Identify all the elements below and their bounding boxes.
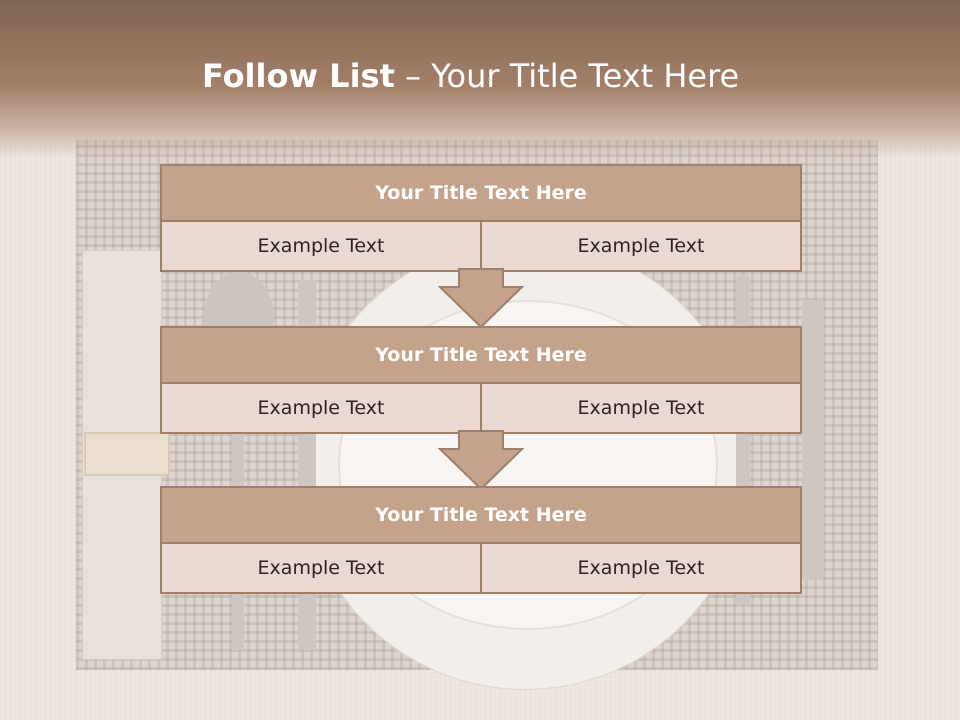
slide-title: Follow List – Your Title Text Here xyxy=(202,56,739,96)
step-cell-right: Example Text xyxy=(481,222,802,272)
slide-title-rest: – Your Title Text Here xyxy=(394,57,740,95)
slide-title-bold: Follow List xyxy=(202,57,395,95)
step-title: Your Title Text Here xyxy=(160,326,802,384)
step-box-2: Your Title Text Here Example Text Exampl… xyxy=(160,326,802,434)
step-cell-left: Example Text xyxy=(160,544,481,594)
step-title: Your Title Text Here xyxy=(160,164,802,222)
step-cell-right: Example Text xyxy=(481,544,802,594)
step-row: Example Text Example Text xyxy=(160,222,802,272)
napkin-ring xyxy=(84,432,170,476)
step-box-1: Your Title Text Here Example Text Exampl… xyxy=(160,164,802,272)
down-arrow-icon xyxy=(438,430,524,490)
step-row: Example Text Example Text xyxy=(160,384,802,434)
step-cell-left: Example Text xyxy=(160,384,481,434)
step-row: Example Text Example Text xyxy=(160,544,802,594)
down-arrow-icon xyxy=(438,268,524,328)
step-title: Your Title Text Here xyxy=(160,486,802,544)
step-cell-right: Example Text xyxy=(481,384,802,434)
step-cell-left: Example Text xyxy=(160,222,481,272)
fork xyxy=(802,300,824,580)
step-box-3: Your Title Text Here Example Text Exampl… xyxy=(160,486,802,594)
header-band: Follow List – Your Title Text Here xyxy=(0,0,960,158)
